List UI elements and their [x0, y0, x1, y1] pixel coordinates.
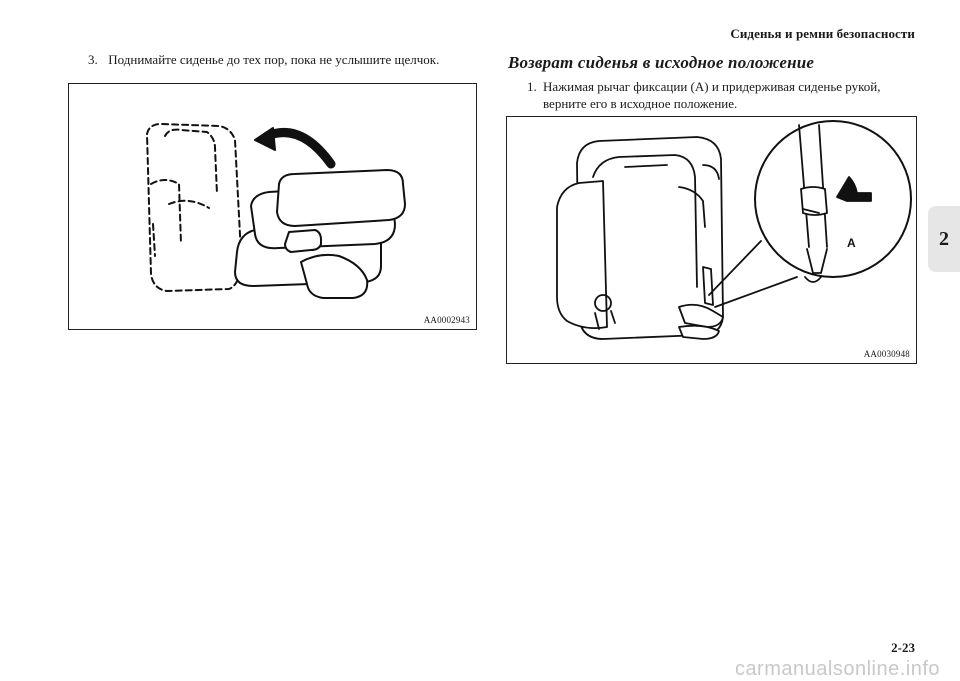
- step-3: 3. Поднимайте сиденье до тех пор, пока н…: [88, 52, 439, 68]
- chapter-tab: 2: [928, 206, 960, 272]
- section-heading: Возврат сиденья в исходное положение: [508, 53, 815, 72]
- step-1: 1. Нажимая рычаг фиксации (A) и придержи…: [527, 78, 917, 112]
- step-text: Поднимайте сиденье до тех пор, пока не у…: [108, 52, 440, 67]
- step-number: 1.: [527, 79, 537, 94]
- figure-seat-return: A AA0030948: [506, 116, 917, 364]
- watermark: carmanualsonline.info: [734, 658, 940, 680]
- figure-code: AA0030948: [863, 349, 910, 359]
- figure-seat-raise: AA0002943: [68, 83, 477, 330]
- seat-raise-illustration: [146, 123, 406, 299]
- running-header: Сиденья и ремни безопасности: [730, 26, 915, 41]
- step-number: 3.: [88, 52, 98, 67]
- step-text: Нажимая рычаг фиксации (A) и придерживая…: [543, 79, 881, 111]
- page-number: 2-23: [891, 640, 915, 655]
- figure-code: AA0002943: [423, 315, 470, 325]
- callout-label-a: A: [847, 236, 856, 250]
- seat-return-illustration: A: [556, 120, 912, 340]
